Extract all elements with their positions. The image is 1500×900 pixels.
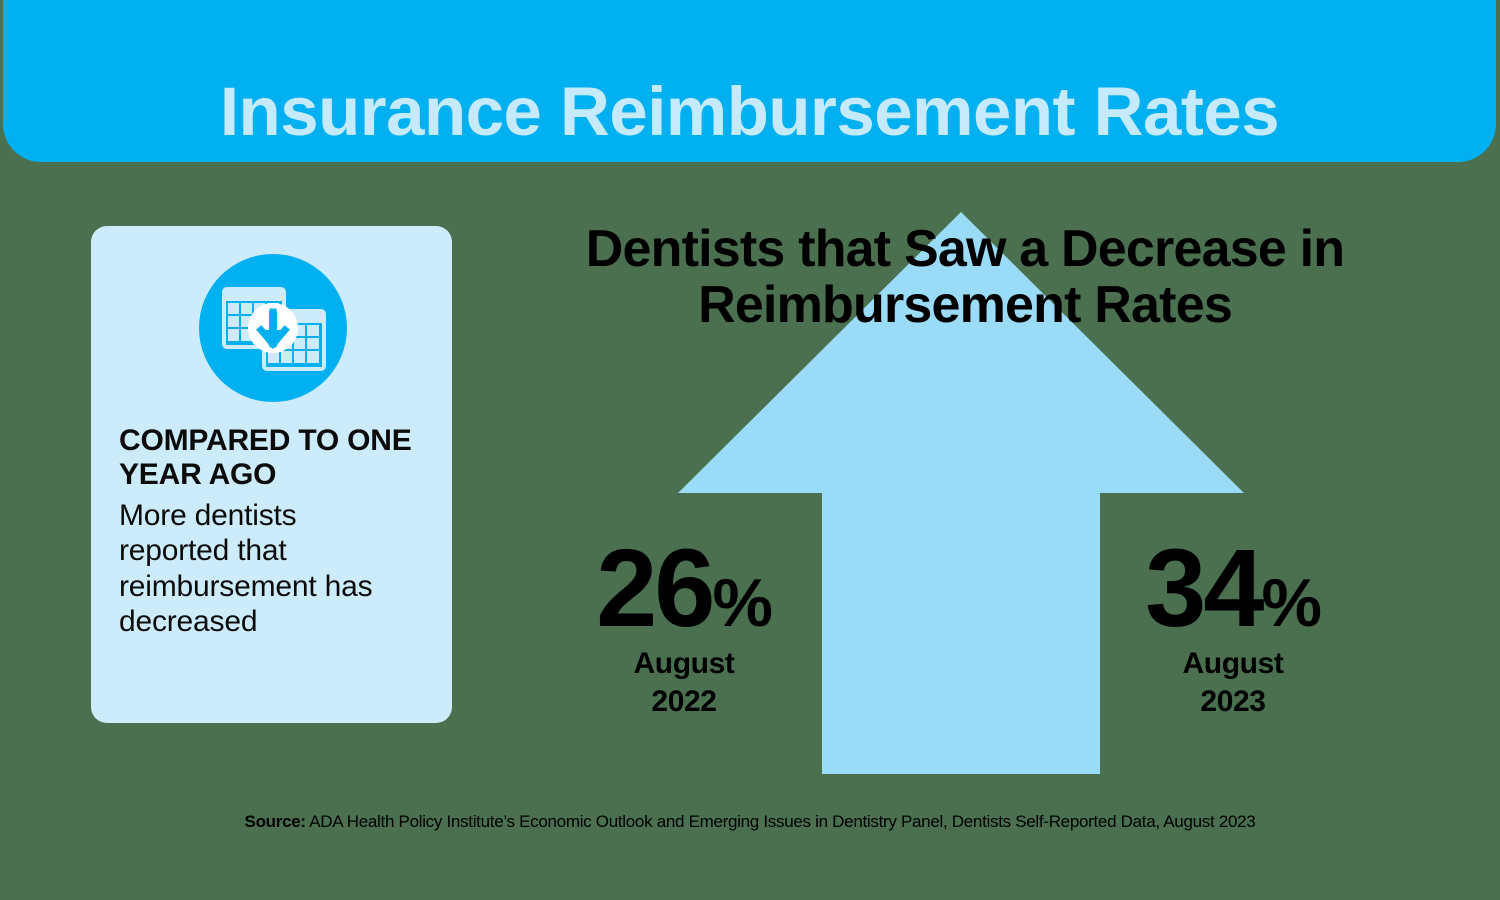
- stat-number-2023: 34: [1145, 527, 1264, 650]
- source-label: Source:: [244, 812, 307, 831]
- source-text: ADA Health Policy Institute’s Economic O…: [305, 812, 1256, 831]
- percent-sign-2022: %: [712, 565, 772, 641]
- stat-year-2022: 2022: [651, 684, 717, 718]
- page-title: Insurance Reimbursement Rates: [219, 73, 1280, 150]
- card-heading: COMPARED TO ONE YEAR AGO: [119, 424, 412, 492]
- card-icon-container: [119, 254, 426, 402]
- percent-sign-2023: %: [1261, 565, 1321, 641]
- source-line: Source: ADA Health Policy Institute’s Ec…: [0, 812, 1500, 832]
- stat-year-2023: 2023: [1200, 684, 1266, 718]
- chart-title: Dentists that Saw a Decrease in Reimburs…: [585, 220, 1345, 334]
- stat-august-2023: 34% August 2023: [1083, 534, 1383, 718]
- stat-value-2022: 26%: [534, 534, 834, 644]
- stat-value-2023: 34%: [1083, 534, 1383, 644]
- arrow-shape: [678, 212, 1244, 774]
- header-banner: Insurance Reimbursement Rates: [3, 0, 1496, 162]
- stat-month-2022: August: [633, 646, 735, 680]
- down-arrow-badge: [247, 303, 298, 353]
- comparison-info-card: COMPARED TO ONE YEAR AGO More dentists r…: [91, 226, 452, 723]
- stat-august-2022: 26% August 2022: [534, 534, 834, 718]
- upward-arrow-graphic: [678, 212, 1244, 774]
- stat-month-2023: August: [1182, 646, 1284, 680]
- calendar-decrease-icon: [198, 254, 347, 402]
- stat-number-2022: 26: [596, 527, 715, 650]
- card-body-text: More dentists reported that reimbursemen…: [119, 499, 373, 638]
